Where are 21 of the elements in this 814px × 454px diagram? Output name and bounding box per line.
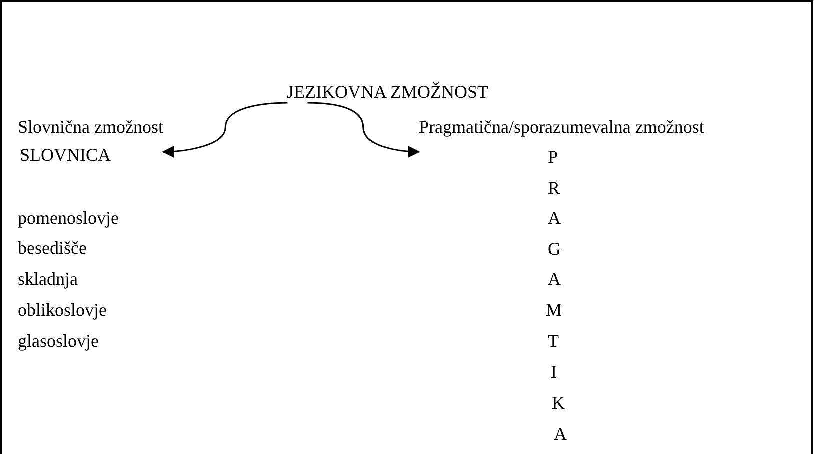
- letter: I: [551, 361, 557, 383]
- letter: T: [548, 330, 559, 352]
- letter: A: [548, 207, 561, 229]
- heading-text: JEZIKOVNA ZMOŽNOST: [287, 81, 488, 103]
- subheading-text: SLOVNICA: [20, 144, 112, 166]
- heading-text: Slovnična zmožnost: [18, 116, 164, 138]
- list-item: glasoslovje: [18, 330, 99, 352]
- letter: A: [548, 268, 561, 290]
- list-item: oblikoslovje: [18, 299, 107, 321]
- letter: K: [552, 392, 565, 414]
- letter: A: [554, 423, 567, 445]
- list-item: skladnja: [18, 268, 78, 290]
- curved-arrow: [162, 102, 288, 158]
- list-item: pomenoslovje: [18, 207, 119, 229]
- letter: P: [548, 146, 558, 168]
- letter: M: [546, 299, 562, 321]
- list-item: besedišče: [18, 237, 87, 259]
- curved-arrow: [308, 102, 420, 158]
- letter: G: [548, 238, 561, 260]
- letter: R: [548, 177, 560, 199]
- heading-text: Pragmatična/sporazumevalna zmožnost: [419, 116, 704, 138]
